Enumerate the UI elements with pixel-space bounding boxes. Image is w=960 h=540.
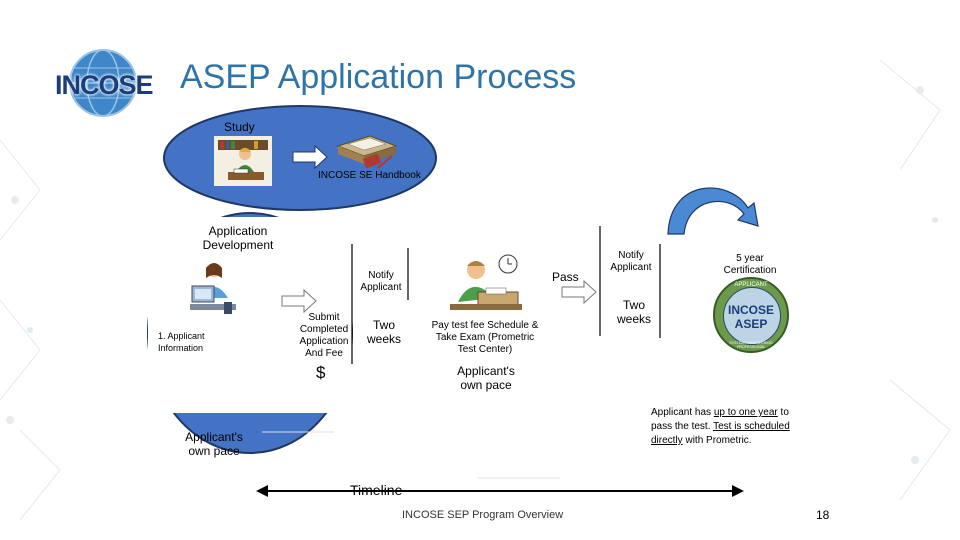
seal-top-text: APPLICANT	[734, 282, 768, 288]
incose-logo-globe-icon	[69, 49, 137, 117]
arrow-study	[292, 144, 328, 170]
five-year-certification-label: 5 year Certification	[723, 253, 777, 276]
note-text-1: Applicant has	[651, 407, 714, 418]
pay-test-fee-label: Pay test fee Schedule & Take Exam (Prome…	[431, 320, 539, 355]
note-emphasis-1: up to one year	[713, 407, 778, 418]
applicant-information-step: 1. Applicant Information	[158, 331, 205, 353]
asep-seal-badge: APPLICANT INCOSE ASEP SYSTEMS ENGINEERIN…	[713, 277, 789, 353]
seal-main-text: INCOSE	[727, 303, 774, 317]
test-own-pace-label: Applicant's own pace	[457, 364, 515, 392]
application-own-pace-label: Applicant's own pace	[185, 430, 243, 458]
two-weeks-label-1: Two weeks	[366, 318, 401, 346]
page-title: ASEP Application Process	[180, 58, 577, 96]
seal-bottom-text: SYSTEMS ENGINEERING PROFESSIONAL	[729, 341, 773, 349]
student-reading-icon	[214, 136, 272, 186]
handbook-label: INCOSE SE Handbook	[318, 170, 421, 181]
handbook-books-icon	[336, 135, 398, 169]
page-number: 18	[816, 508, 830, 522]
two-weeks-label-2: Two weeks	[616, 298, 651, 326]
note-emphasis-2: Test is scheduled directly	[651, 421, 790, 446]
seal-asep-text: ASEP	[734, 317, 768, 331]
test-taker-icon	[450, 254, 522, 310]
person-at-computer-icon	[190, 263, 236, 314]
footer-text: INCOSE SEP Program Overview	[402, 509, 564, 521]
application-development-label: Application Development	[202, 224, 274, 252]
incose-logo-text: INCOSE	[55, 70, 154, 100]
arrow-certification	[667, 187, 759, 235]
dollar-sign: $	[316, 363, 326, 382]
notify-applicant-label-1: Notify Applicant	[360, 270, 402, 293]
application-box	[148, 217, 352, 413]
pass-label: Pass	[552, 270, 579, 284]
arrow-notify-left	[281, 288, 317, 314]
submit-application-label: Submit Completed Application And Fee	[299, 312, 349, 359]
timeline-label: Timeline	[350, 482, 403, 498]
note-text-3: with Prometric.	[682, 435, 752, 446]
notify-applicant-label-2: Notify Applicant	[610, 250, 652, 273]
study-label: Study	[224, 120, 255, 134]
one-year-note: Applicant has up to one year to pass the…	[651, 406, 799, 448]
note-text-2: to pass the test.	[651, 407, 789, 432]
arrow-pass	[561, 279, 597, 305]
